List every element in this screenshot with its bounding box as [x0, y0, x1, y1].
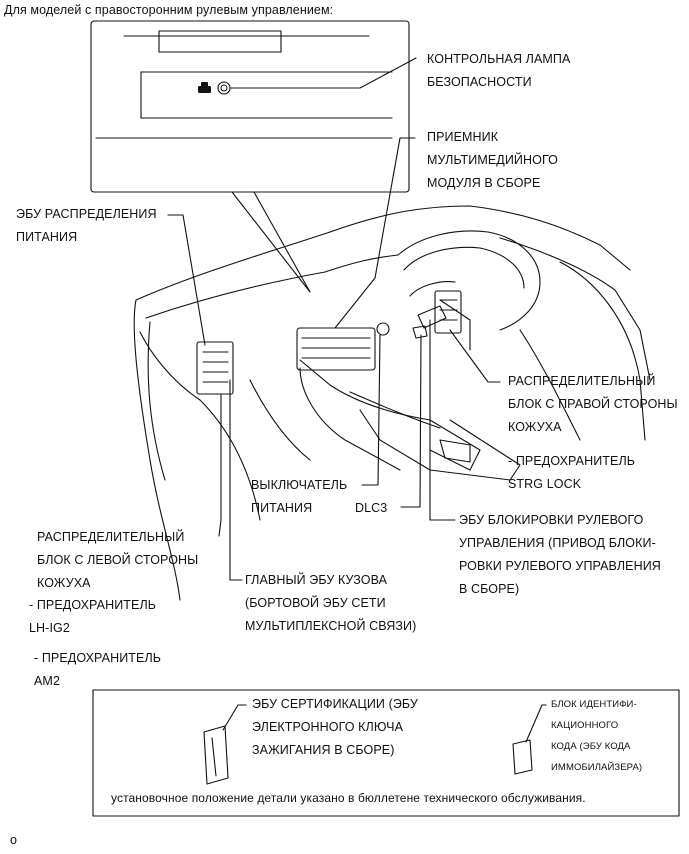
security-lamp-icon	[217, 81, 231, 95]
multimedia-receiver	[296, 327, 376, 371]
legend-box	[92, 689, 680, 817]
label-left-junction-block: РАСПРЕДЕЛИТЕЛЬНЫЙ БЛОК С ЛЕВОЙ СТОРОНЫ К…	[37, 530, 199, 590]
label-right-junction-block: РАСПРЕДЕЛИТЕЛЬНЫЙ БЛОК С ПРАВОЙ СТОРОНЫ …	[508, 374, 678, 434]
label-id-code-box: БЛОК ИДЕНТИФИ- КАЦИОННОГО КОДА (ЭБУ КОДА…	[551, 699, 643, 773]
label-security-lamp: КОНТРОЛЬНАЯ ЛАМПА БЕЗОПАСНОСТИ	[427, 52, 571, 89]
leader-left-junction	[218, 394, 222, 537]
label-steering-lock-ecu: ЭБУ БЛОКИРОВКИ РУЛЕВОГО УПРАВЛЕНИЯ (ПРИВ…	[459, 513, 661, 596]
zoom-pointer	[231, 191, 311, 293]
leader-steering-lock	[429, 319, 456, 521]
leader-power-switch	[361, 334, 381, 486]
label-power-distribution-ecu: ЭБУ РАСПРЕДЕЛЕНИЯ ПИТАНИЯ	[16, 207, 157, 244]
label-power-switch: ВЫКЛЮЧАТЕЛЬ ПИТАНИЯ	[251, 478, 348, 515]
label-fuse-strg-lock: - ПРЕДОХРАНИТЕЛЬ STRG LOCK	[508, 454, 636, 491]
steering-lock-ecu-shape	[417, 305, 447, 329]
right-junction-block-shape	[434, 290, 462, 334]
leader-dlc3	[400, 334, 422, 508]
id-code-box-shape	[512, 739, 533, 775]
dashboard-top-outline	[135, 205, 631, 301]
label-main-body-ecu: ГЛАВНЫЙ ЭБУ КУЗОВА (БОРТОВОЙ ЭБУ СЕТИ МУ…	[245, 573, 417, 633]
footer-mark: о	[10, 833, 18, 847]
page-title: Для моделей с правосторонним рулевым упр…	[4, 3, 334, 17]
label-multimedia-receiver: ПРИЕМНИК МУЛЬТИМЕДИЙНОГО МОДУЛЯ В СБОРЕ	[427, 130, 558, 190]
center-console	[299, 359, 481, 471]
label-fuse-am2: - ПРЕДОХРАНИТЕЛЬ AM2	[34, 651, 162, 688]
zoom-callout-box	[90, 20, 410, 193]
label-certification-ecu: ЭБУ СЕРТИФИКАЦИИ (ЭБУ ЭЛЕКТРОННОГО КЛЮЧА…	[252, 697, 418, 757]
label-dlc3: DLC3	[355, 501, 388, 515]
leader-right-junction	[449, 329, 501, 383]
car-lock-icon	[198, 82, 211, 93]
dlc3-shape	[412, 325, 428, 339]
certification-ecu-shape	[203, 725, 229, 785]
leader-security-lamp	[230, 57, 417, 89]
steering-wheel	[397, 230, 541, 331]
leader-multimedia	[334, 137, 416, 329]
power-distribution-ecu-shape	[196, 341, 234, 395]
legend-note: установочное положение детали указано в …	[111, 791, 586, 805]
power-switch-shape	[376, 322, 390, 336]
label-fuse-lh-ig2: - ПРЕДОХРАНИТЕЛЬ LH-IG2	[29, 598, 157, 635]
leader-main-body-ecu	[229, 379, 243, 581]
leader-power-distribution	[167, 214, 206, 346]
